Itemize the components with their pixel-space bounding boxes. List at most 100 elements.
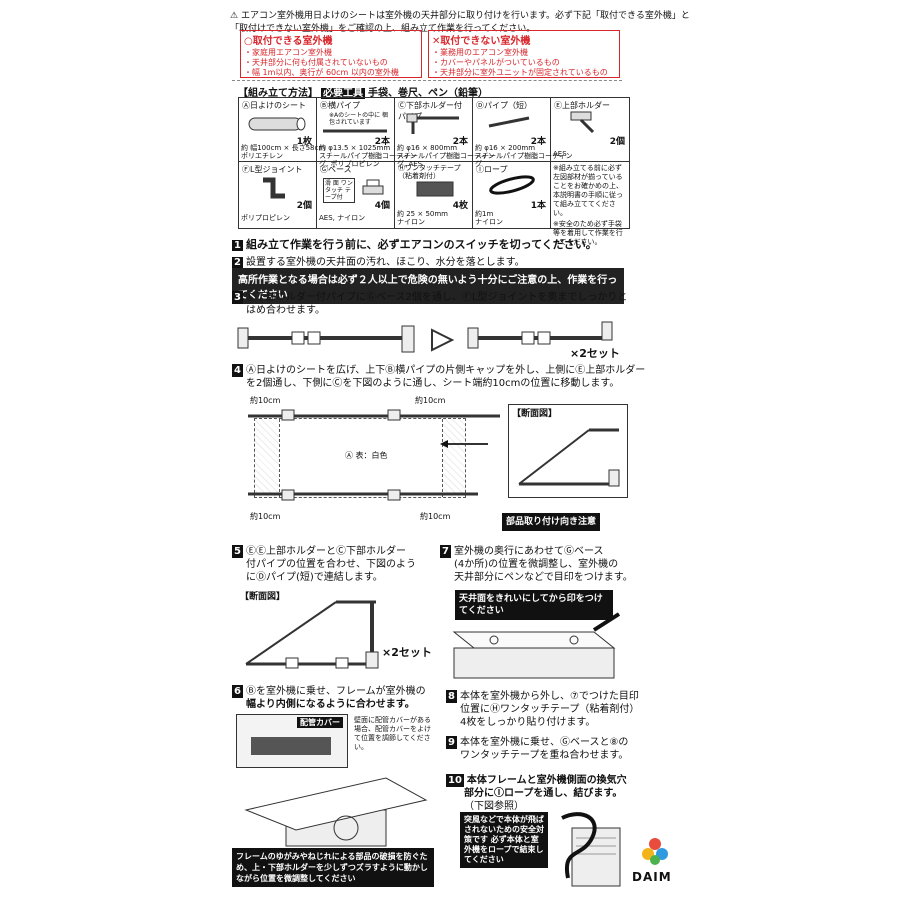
part-count: 1枚 — [296, 137, 312, 147]
step-3-times: ×2セット — [570, 347, 620, 360]
cover-label: 配管カバー — [297, 717, 343, 728]
sheet-label: Ⓐ 表：白色 — [345, 451, 388, 460]
section-box: 【断面図】 — [508, 404, 628, 498]
ok-title: ○取付できる室外機 — [244, 36, 333, 47]
cross-icon: ✕ — [432, 36, 441, 47]
ok-item: ・天井部分に何も付属されていないもの — [244, 58, 388, 67]
warning-callout: フレームのゆがみやねじれによる部品の破損を防ぐため、上・下部ホルダーを少しずつズ… — [232, 848, 434, 887]
part-label: Ⓔ上部ホルダー — [554, 101, 610, 110]
step-5-times: ×2セット — [382, 646, 432, 659]
part-cell-e: Ⓔ上部ホルダー 2個 AES — [551, 98, 629, 162]
measure-label: 約10cm — [250, 396, 281, 405]
upper-holder-icon — [570, 111, 595, 134]
part-label: ⒻL型ジョイント — [242, 165, 303, 174]
ng-item: ・天井部分に室外ユニットが固定されているもの — [432, 68, 608, 77]
orientation-callout: 部品取り付け向き注意 — [502, 513, 601, 531]
section-diagram — [518, 428, 620, 487]
step-number: 3 — [232, 291, 243, 304]
divider — [232, 80, 622, 81]
part-cell-g: Ⓖベース 滑 面 ワンタッチ テープ付 4個 AES, ナイロン — [317, 162, 395, 228]
part-count: 4枚 — [452, 201, 468, 211]
part-label: Ⓘロープ — [476, 165, 508, 174]
sheet-area: Ⓐ 表：白色 — [254, 418, 466, 498]
pipe-icon — [323, 129, 387, 133]
step-number: 1 — [232, 240, 243, 251]
l-joint-icon — [263, 177, 285, 199]
part-material: AES, ナイロン — [319, 214, 366, 222]
part-count: 2本 — [452, 137, 468, 147]
step-number: 4 — [232, 364, 243, 377]
header-warning: ⚠ エアコン室外機用日よけのシートは室外機の天井部分に取り付けを行います。必ず下… — [230, 8, 690, 34]
step-number: 7 — [440, 545, 451, 558]
step-10-callout: 突風などで本体が飛ばされないための安全対策です 必ず本体と室外機をロープで結束し… — [460, 812, 548, 868]
part-label: Ⓓパイプ（短） — [476, 101, 532, 110]
ng-item: ・業務用のエアコン室外機 — [432, 48, 528, 57]
ng-box: ✕取付できない室外機 ・業務用のエアコン室外機 ・カバーやパネルがついているもの… — [428, 30, 620, 78]
required-badge: 必要工具 — [321, 88, 365, 99]
short-pipe-icon — [488, 116, 530, 128]
part-note: ※Aのシートの中に 梱包されています — [329, 112, 389, 126]
holder-pipe-icon — [406, 113, 459, 134]
measure-label: 約10cm — [250, 512, 281, 521]
tools-line: 【組み立て方法】必要工具手袋、巻尺、ペン（鉛筆） — [238, 88, 488, 99]
tape-icon — [416, 181, 454, 197]
part-label: Ⓑ横パイプ — [320, 101, 360, 110]
step-6-diagram — [244, 777, 428, 847]
ok-item: ・幅 1m以内、奥行が 60cm 以内の室外機 — [244, 68, 399, 77]
warning-icon: ⚠ — [230, 11, 239, 21]
part-cell-c: Ⓒ下部ホルダー付パイプ 2本 約 φ16 × 800mmスチールパイプ樹脂コーテ… — [395, 98, 495, 168]
rope-icon — [489, 175, 535, 195]
measure-label: 約10cm — [420, 512, 451, 521]
step-5-diagram — [245, 600, 379, 669]
ng-title: ✕取付できない室外機 — [432, 36, 531, 47]
cover-note: 壁面に配管カバーがある場合、配管カバーをよけて位置を調節してください。 — [354, 716, 431, 751]
step-3-diagram — [237, 321, 613, 353]
warning-line1: エアコン室外機用日よけのシートは室外機の天井部分に取り付けを行います。必ず下記「… — [240, 11, 690, 21]
part-material: ポリプロピレン — [241, 214, 290, 222]
measure-label: 約10cm — [415, 396, 446, 405]
sheet-roll-icon — [248, 117, 306, 131]
part-label: Ⓖベース — [320, 165, 352, 174]
step-7-diagram — [452, 612, 621, 679]
circle-icon: ○ — [244, 36, 253, 47]
brand-name: DAIM — [632, 870, 672, 884]
step-number: 9 — [446, 736, 457, 749]
part-count: 2本 — [374, 137, 390, 147]
step-10-diagram — [561, 812, 621, 887]
warning-line2: 「取付けできない室外機」をご確認の上、組み立て作業を行ってください。 — [230, 24, 536, 34]
step-number: 2 — [232, 257, 243, 268]
step-number: 8 — [446, 690, 457, 703]
part-material: AES — [553, 150, 567, 158]
part-count: 1本 — [530, 201, 546, 211]
step-number: 6 — [232, 685, 243, 698]
step-7-callout: 天井面をきれいにしてから印をつけてください — [455, 590, 613, 620]
side-note: ※組み立てる前に必ず左図部材が揃っていることをお確かめの上、本説明書の手順に従っ… — [553, 164, 623, 246]
caution-bar: 高所作業となる場合は必ず２人以上で危険の無いよう十分にご注意の上、作業を行ってく… — [232, 268, 624, 304]
cover-diagram: 配管カバー — [236, 714, 348, 768]
part-label: Ⓐ日よけのシート — [242, 101, 306, 110]
step-4-frame — [248, 409, 500, 501]
part-count: 2本 — [530, 137, 546, 147]
part-cell-b: Ⓑ横パイプ ※Aのシートの中に 梱包されています 2本 約 φ13.5 × 10… — [317, 98, 417, 168]
ok-box: ○取付できる室外機 ・家庭用エアコン室外機 ・天井部分に何も付属されていないもの… — [240, 30, 422, 78]
brand-mark-icon — [642, 838, 668, 865]
brand-logo: DAIM — [632, 836, 682, 884]
